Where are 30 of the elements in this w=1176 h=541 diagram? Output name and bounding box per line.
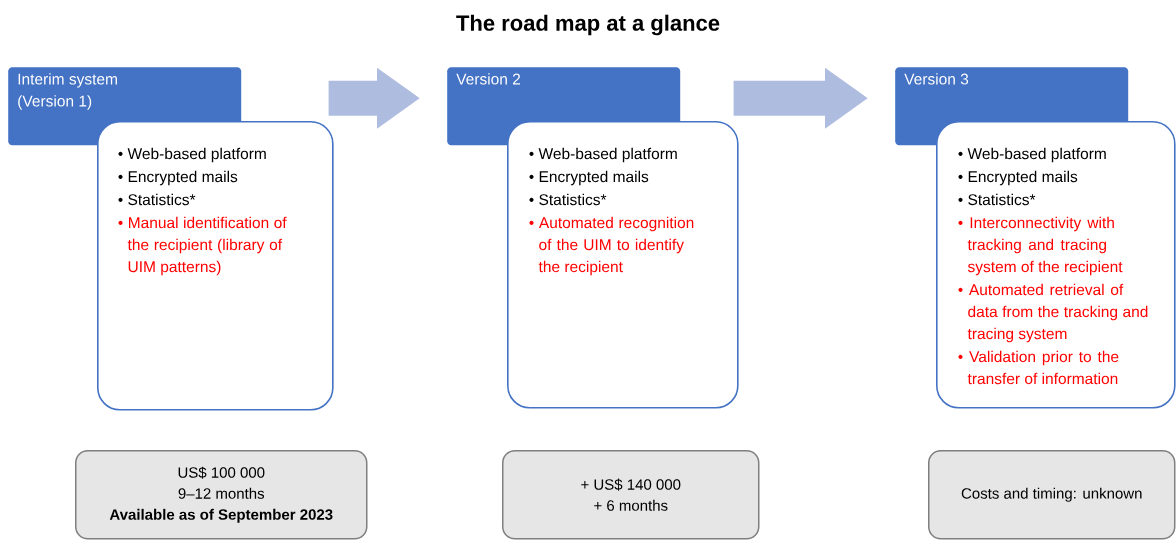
cost-box [928, 450, 1176, 540]
cost-text: US$ 100 000 [178, 466, 265, 479]
cost-text: + US$ 140 000 [581, 478, 681, 491]
bullet-item: • Web-based platform [529, 147, 677, 163]
cost-box [502, 450, 760, 540]
cost-box [75, 450, 368, 540]
bullet-item: • Validation prior to the transfer of information [958, 350, 1119, 385]
bullet-item: • Encrypted mails [118, 170, 238, 186]
title: The road map at a glance [456, 14, 720, 36]
cost-text: + 6 months [594, 499, 668, 511]
cost-text: Available as of September 2023 [109, 508, 333, 523]
feature-box [507, 121, 739, 409]
bullet-item: • Web-based platform [118, 147, 266, 163]
bullet-item: • Interconnectivity with tracking and tracing system of the recipient [958, 216, 1123, 276]
header-text: Version 3 [904, 73, 969, 85]
bullet-item: • Web-based platform [958, 147, 1106, 163]
bullet-item: • Statistics* [958, 193, 1036, 206]
bullet-item: • Automated retrieval of data from the tracking and tracing system [958, 283, 1148, 343]
cost-text: Costs and timing: unknown [961, 487, 1142, 502]
bullet-item: • Automated recognition of the UIM to identify the recipient [529, 216, 694, 276]
header-text: Version 2 [456, 73, 521, 85]
feature-box [936, 121, 1176, 409]
bullet-item: • Encrypted mails [529, 170, 649, 186]
bullet-item: • Manual identification of the recipient (library of UIM patterns) [118, 216, 287, 276]
header-text: Interim system (Version 1) [18, 73, 117, 110]
bullet-item: • Encrypted mails [958, 170, 1078, 186]
feature-box [97, 121, 334, 411]
bullet-item: • Statistics* [529, 193, 607, 206]
cost-text: 9–12 months [178, 487, 265, 499]
bullet-item: • Statistics* [118, 193, 196, 206]
